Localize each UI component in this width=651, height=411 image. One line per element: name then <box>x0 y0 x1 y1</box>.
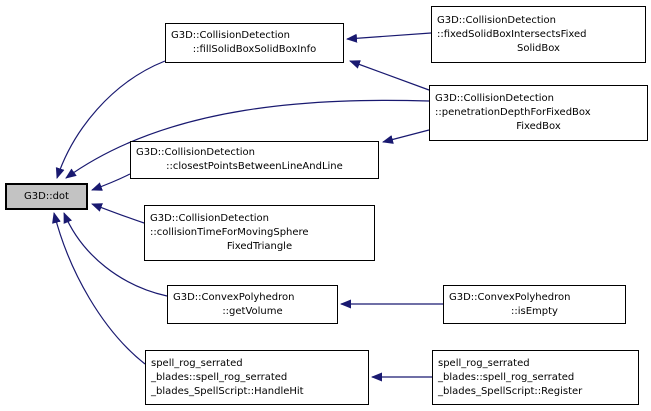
node-label: spell_rog_serrated <box>151 357 243 369</box>
node-isempty[interactable]: G3D::ConvexPolyhedron ::isEmpty <box>443 285 626 324</box>
edge-fillsolidbox-to-dot <box>55 60 166 179</box>
edge-penetrationdepth-to-dot <box>65 99 430 179</box>
node-spellscript-register[interactable]: spell_rog_serrated _blades::spell_rog_se… <box>432 350 639 405</box>
node-collisiontimeformovingspherefixedtriangle[interactable]: G3D::CollisionDetection ::collisionTimeF… <box>144 205 375 261</box>
node-label: ::fillSolidBoxSolidBoxInfo <box>192 44 317 55</box>
node-label: _blades::spell_rog_serrated <box>438 371 575 383</box>
node-closestpointsbetweenlineandline[interactable]: G3D::CollisionDetection ::closestPointsB… <box>130 141 379 179</box>
node-getvolume[interactable]: G3D::ConvexPolyhedron ::getVolume <box>167 285 338 324</box>
node-label: G3D::CollisionDetection <box>437 14 557 26</box>
node-spellscript-handlehit[interactable]: spell_rog_serrated _blades::spell_rog_se… <box>145 350 369 405</box>
node-label: G3D::ConvexPolyhedron <box>449 291 571 303</box>
node-label: ::collisionTimeForMovingSphere <box>150 227 309 238</box>
node-penetrationdepthforfixedboxfixedbox[interactable]: G3D::CollisionDetection ::penetrationDep… <box>429 85 648 141</box>
node-label: G3D::CollisionDetection <box>171 30 291 41</box>
node-label: G3D::ConvexPolyhedron <box>173 291 295 303</box>
node-label: FixedBox <box>516 121 561 132</box>
node-g3d-dot: G3D::dot <box>5 183 88 210</box>
node-label: _blades_SpellScript::Register <box>438 385 583 397</box>
edge-getvolume-to-dot <box>63 212 168 297</box>
edge-fixedsolidbox-to-fillsolidbox <box>346 32 432 43</box>
node-label: _blades::spell_rog_serrated <box>151 371 288 383</box>
node-label: ::isEmpty <box>511 305 558 317</box>
edge-closestpoints-to-dot <box>91 173 131 191</box>
node-label: ::getVolume <box>222 305 283 317</box>
node-label: spell_rog_serrated <box>438 357 530 369</box>
node-label: G3D::dot <box>24 190 69 202</box>
node-label: G3D::CollisionDetection <box>150 213 270 224</box>
edge-penetrationdepth-to-closestpoints <box>382 129 430 144</box>
node-label: ::closestPointsBetweenLineAndLine <box>166 161 343 172</box>
node-label: FixedTriangle <box>226 241 293 252</box>
node-label: ::penetrationDepthForFixedBox <box>435 107 591 118</box>
edge-handlehit-to-dot <box>52 212 146 365</box>
node-label: ::fixedSolidBoxIntersectsFixed <box>437 28 587 40</box>
node-label: SolidBox <box>517 42 560 54</box>
edge-penetrationdepth-to-fillsolidbox <box>349 60 430 91</box>
node-label: G3D::CollisionDetection <box>435 93 555 104</box>
node-label: _blades_SpellScript::HandleHit <box>151 385 304 397</box>
node-label: G3D::CollisionDetection <box>136 147 256 158</box>
edge-collisiontime-to-dot <box>91 203 145 224</box>
node-fillsolidboxsolidboxinfo[interactable]: G3D::CollisionDetection ::fillSolidBoxSo… <box>165 23 344 63</box>
node-fixedsolidboxintersectsfixedsolidbox[interactable]: G3D::CollisionDetection ::fixedSolidBoxI… <box>431 6 646 63</box>
